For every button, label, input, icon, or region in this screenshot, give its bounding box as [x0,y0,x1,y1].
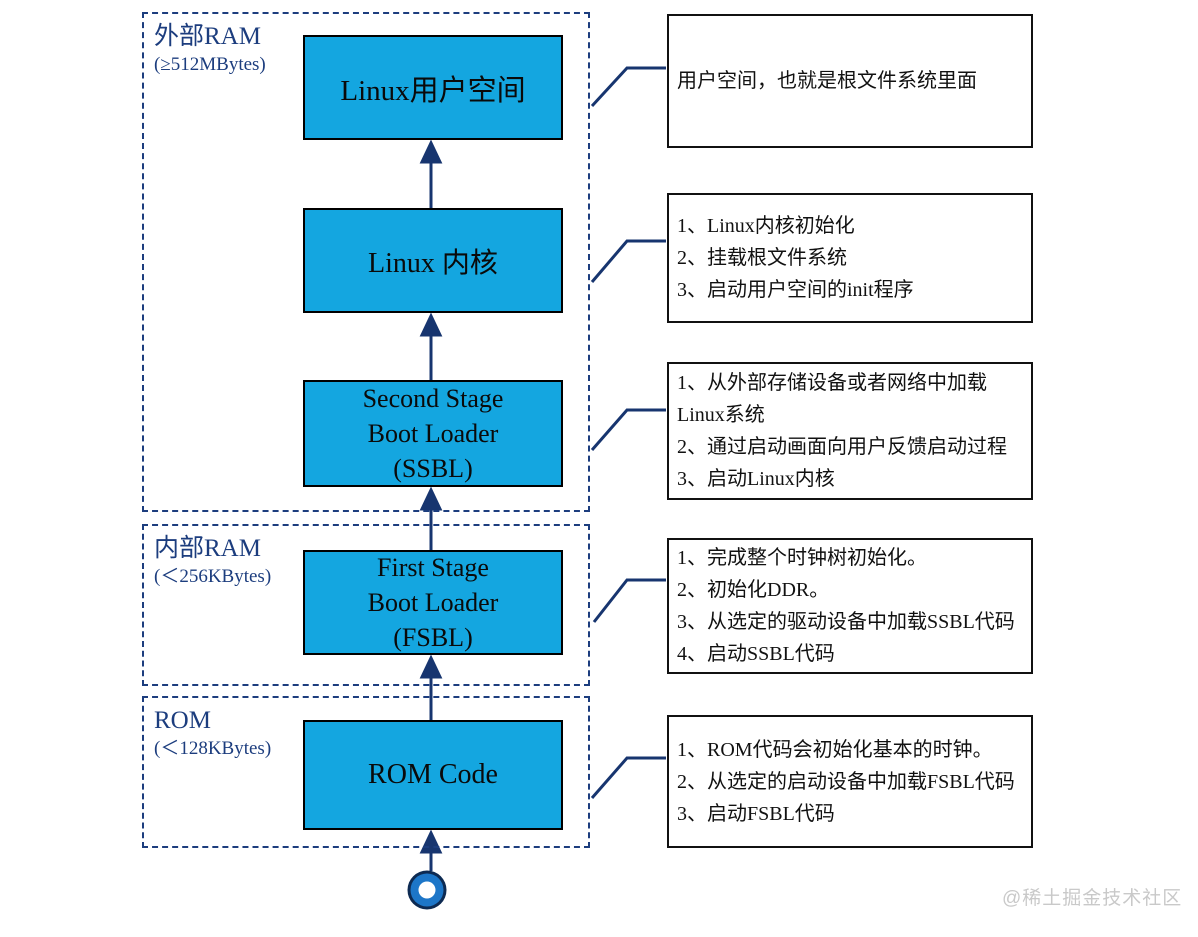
flow-arrowhead [419,654,443,679]
annotation-line: 2、通过启动画面向用户反馈启动过程 [677,436,1007,458]
node-linux-user-space: Linux用户空间 [303,35,563,140]
annotation-line: 4、启动SSBL代码 [677,643,835,665]
annotation-fsbl: 1、完成整个时钟树初始化。 2、初始化DDR。 3、从选定的驱动设备中加载SSB… [667,538,1033,674]
leader-line [590,239,666,283]
watermark: @稀土掘金技术社区 [1002,888,1183,909]
group-title: 外部RAM [154,23,261,50]
annotation-rom-code: 1、ROM代码会初始化基本的时钟。 2、从选定的启动设备中加载FSBL代码 3、… [667,715,1033,848]
group-size-note: (≥512MBytes) [154,54,266,75]
start-node-icon [407,870,447,910]
node-fsbl: First Stage Boot Loader (FSBL) [303,550,563,655]
leader-line [592,578,666,623]
annotation-line: 1、从外部存储设备或者网络中加载 [677,372,987,394]
node-linux-kernel: Linux 内核 [303,208,563,313]
annotation-user-space: 用户空间，也就是根文件系统里面 [667,14,1033,148]
leader-line [590,66,666,108]
group-size-note: (＜256KBytes) [154,566,272,587]
annotation-line: 2、从选定的启动设备中加载FSBL代码 [677,770,1015,793]
flow-arrowhead [419,312,443,337]
annotation-line: 3、从选定的驱动设备中加载SSBL代码 [677,611,1015,633]
annotation-line: 3、启动FSBL代码 [677,802,835,825]
group-label: ROM (＜128KBytes) [154,706,271,762]
annotation-line: 3、启动Linux内核 [677,468,835,490]
group-label: 外部RAM (≥512MBytes) [154,22,266,78]
flow-arrowhead [419,486,443,511]
annotation-linux-kernel: 1、Linux内核初始化 2、挂载根文件系统 3、启动用户空间的init程序 [667,193,1033,323]
group-size-note: (＜128KBytes) [154,738,272,759]
node-rom-code: ROM Code [303,720,563,830]
leader-line [590,756,666,799]
annotation-line: 2、初始化DDR。 [677,579,830,601]
group-label: 内部RAM (＜256KBytes) [154,534,271,590]
group-title: 内部RAM [154,535,261,562]
group-rom: ROM (＜128KBytes) [142,696,590,848]
group-title: ROM [154,707,211,734]
annotation-line: 1、完成整个时钟树初始化。 [677,547,927,569]
annotation-line: Linux系统 [677,404,765,426]
annotation-line: 1、ROM代码会初始化基本的时钟。 [677,738,993,761]
node-ssbl: Second Stage Boot Loader (SSBL) [303,380,563,487]
annotation-line: 3、启动用户空间的init程序 [677,279,914,301]
group-internal-ram: 内部RAM (＜256KBytes) [142,524,590,686]
leader-line [590,408,666,451]
annotation-line: 2、挂载根文件系统 [677,247,847,269]
annotation-line: 用户空间，也就是根文件系统里面 [677,70,977,92]
annotation-line: 1、Linux内核初始化 [677,215,855,237]
group-external-ram: 外部RAM (≥512MBytes) [142,12,590,512]
annotation-ssbl: 1、从外部存储设备或者网络中加载 Linux系统 2、通过启动画面向用户反馈启动… [667,362,1033,500]
flow-arrowhead [419,139,443,164]
